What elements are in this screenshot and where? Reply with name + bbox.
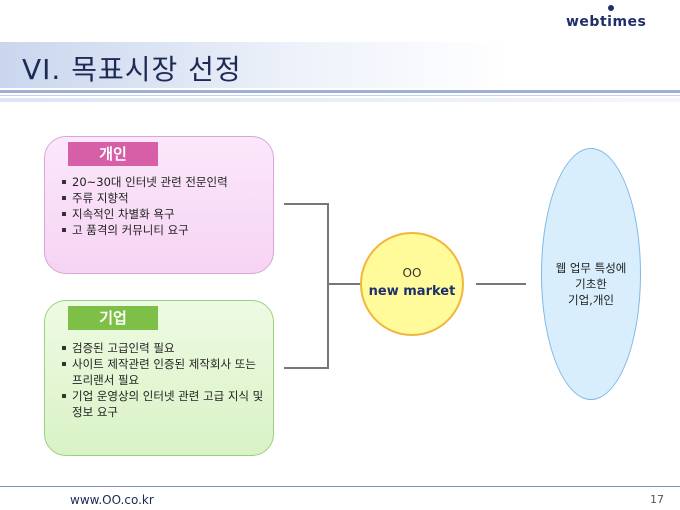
- slide-title: VI. 목표시장 선정: [22, 53, 242, 86]
- list-item: 주류 지향적: [62, 190, 267, 206]
- connector-personal: [284, 203, 328, 205]
- personal-tag: 개인: [68, 142, 158, 166]
- company-tag: 기업: [68, 306, 158, 330]
- webtimes-logo: webtimes: [566, 14, 647, 30]
- target-line-1: 웹 업무 특성에: [555, 261, 627, 275]
- target-line-3: 기업,개인: [568, 293, 614, 307]
- target-text: 웹 업무 특성에 기초한 기업,개인: [541, 260, 641, 308]
- new-market-label: new market: [368, 284, 456, 299]
- target-ellipse: [541, 148, 641, 400]
- connector-to-circle: [327, 283, 361, 285]
- title-divider-thin: [0, 95, 680, 96]
- list-item: 고 품격의 커뮤니티 요구: [62, 222, 267, 238]
- target-line-2: 기초한: [575, 277, 607, 291]
- footer-divider: [0, 486, 680, 487]
- connector-to-target: [476, 283, 526, 285]
- personal-list: 20~30대 인터넷 관련 전문인력 주류 지향적 지속적인 차별화 욕구 고 …: [62, 174, 267, 238]
- footer-url: www.OO.co.kr: [70, 493, 154, 507]
- connector-company: [284, 367, 328, 369]
- list-item: 지속적인 차별화 욕구: [62, 206, 267, 222]
- list-item: 검증된 고급인력 필요: [62, 340, 267, 356]
- title-divider: [0, 90, 680, 93]
- company-box: [44, 300, 274, 456]
- new-market-oo: OO: [402, 266, 422, 280]
- title-divider-shade: [0, 98, 680, 102]
- new-market-circle: OO new market: [360, 232, 464, 336]
- title-bar: [0, 42, 680, 88]
- connector-vertical: [327, 203, 329, 369]
- company-list: 검증된 고급인력 필요 사이트 제작관련 인증된 제작회사 또는 프리랜서 필요…: [62, 340, 267, 420]
- list-item: 기업 운영상의 인터넷 관련 고급 지식 및 정보 요구: [62, 388, 267, 420]
- list-item: 20~30대 인터넷 관련 전문인력: [62, 174, 267, 190]
- page-number: 17: [650, 493, 664, 506]
- list-item: 사이트 제작관련 인증된 제작회사 또는 프리랜서 필요: [62, 356, 267, 388]
